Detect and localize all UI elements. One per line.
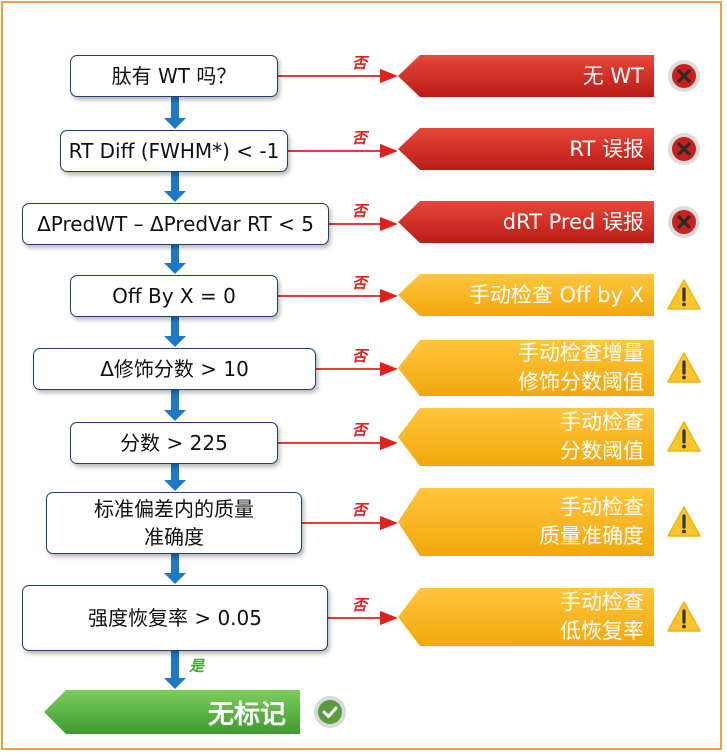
yes-arrow: [164, 245, 186, 274]
condition-node-6: 分数 > 225: [70, 422, 278, 464]
check-circle-icon: [314, 696, 346, 728]
outcome-tag-1: 无 WT: [398, 55, 654, 97]
no-flag-result: 无标记: [44, 690, 300, 734]
no-label: 否: [352, 421, 368, 439]
yes-arrow: [164, 390, 186, 421]
x-circle-icon: [668, 60, 700, 92]
outcome-text: 修饰分数阈值: [518, 370, 644, 394]
outcome-text: 手动检查增量: [518, 341, 644, 365]
outcome-text: 低恢复率: [560, 619, 644, 643]
no-label: 否: [352, 596, 368, 614]
outcome-text: 无 WT: [582, 63, 644, 88]
no-label: 否: [352, 274, 368, 292]
warning-icon: [667, 352, 701, 383]
condition-node-8: 强度恢复率 > 0.05: [22, 585, 328, 651]
condition-text: ΔPredWT – ΔPredVar RT < 5: [37, 212, 314, 236]
outcome-text: dRT Pred 误报: [502, 209, 644, 234]
yes-arrow: [164, 97, 186, 129]
yes-arrow: [164, 464, 186, 491]
outcome-text: RT 误报: [569, 136, 644, 161]
no-label: 否: [352, 202, 368, 220]
outcome-text: 质量准确度: [539, 524, 644, 548]
outcome-tag-3: dRT Pred 误报: [398, 201, 654, 243]
warning-icon: [667, 421, 701, 452]
condition-node-1: 肽有 WT 吗？: [70, 55, 278, 97]
no-label: 否: [352, 347, 368, 365]
condition-node-3: ΔPredWT – ΔPredVar RT < 5: [22, 203, 329, 245]
condition-text: RT Diff (FWHM*) < -1: [68, 139, 280, 163]
condition-text: 标准偏差内的质量: [94, 497, 254, 521]
warning-icon: [667, 279, 701, 310]
condition-text: 准确度: [144, 525, 204, 549]
warning-icon: [667, 506, 701, 537]
outcome-tag-7: 手动检查质量准确度: [398, 488, 654, 556]
warning-icon: [667, 601, 701, 632]
condition-node-2: RT Diff (FWHM*) < -1: [60, 130, 288, 172]
outcome-text: 手动检查: [560, 410, 644, 434]
outcome-text: 手动检查: [560, 495, 644, 519]
no-label: 否: [352, 501, 368, 519]
condition-node-7: 标准偏差内的质量准确度: [46, 492, 302, 554]
outcome-tag-4: 手动检查 Off by X: [398, 274, 654, 316]
no-label: 否: [352, 54, 368, 72]
condition-text: 分数 > 225: [120, 431, 228, 455]
yes-arrow: [164, 172, 186, 202]
outcome-tag-2: RT 误报: [398, 128, 654, 170]
condition-text: 肽有 WT 吗？: [111, 64, 237, 88]
yes-arrow: [164, 651, 186, 689]
outcome-text: 手动检查: [560, 590, 644, 614]
condition-node-5: Δ修饰分数 > 10: [33, 348, 316, 390]
no-flag-label: 无标记: [207, 699, 286, 730]
outcome-tag-8: 手动检查低恢复率: [398, 588, 654, 646]
no-label: 否: [352, 129, 368, 147]
yes-label: 是: [189, 657, 205, 675]
outcome-text: 分数阈值: [560, 439, 644, 463]
outcome-tag-6: 手动检查分数阈值: [398, 408, 654, 466]
condition-text: Δ修饰分数 > 10: [100, 357, 249, 381]
x-circle-icon: [668, 206, 700, 238]
outcome-tag-5: 手动检查增量修饰分数阈值: [398, 340, 654, 396]
outcome-text: 手动检查 Off by X: [468, 282, 644, 307]
yes-arrow: [164, 317, 186, 347]
condition-text: Off By X = 0: [112, 284, 236, 308]
yes-arrow: [164, 554, 186, 584]
condition-node-4: Off By X = 0: [70, 275, 278, 317]
x-circle-icon: [668, 133, 700, 165]
condition-text: 强度恢复率 > 0.05: [87, 606, 262, 630]
